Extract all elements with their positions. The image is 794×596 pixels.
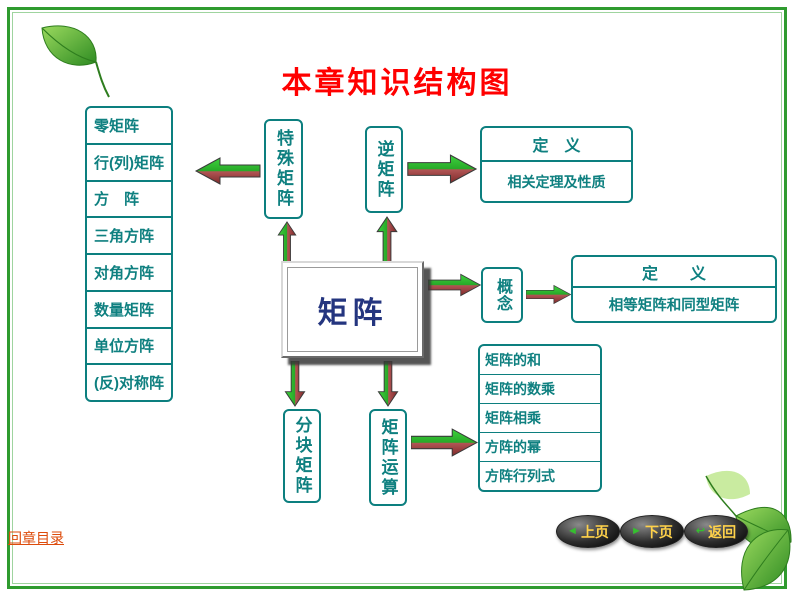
arrow-right-icon [407,153,479,185]
definition-body: 相关定理及性质 [507,173,606,190]
definition-box-concept: 定 义 相等矩阵和同型矩阵 [571,255,777,323]
arrow-up-icon [376,216,398,263]
list-item: 数量矩阵 [87,289,171,327]
block-matrix-box: 分块矩阵 [283,409,321,503]
matrix-center-inner: 矩阵 [287,267,418,352]
arrow-right-icon [526,281,572,308]
list-item: 对角方阵 [87,253,171,290]
page-title: 本章知识结构图 [281,67,513,100]
return-label: 返回 [708,523,737,540]
arrow-left-icon [193,156,261,186]
matrix-operations-box: 矩阵运算 [369,409,407,506]
list-item: 单位方阵 [87,326,171,364]
list-item: 三角方阵 [87,216,171,253]
return-button[interactable]: ↩ 返回 [684,515,748,548]
arrow-right-icon [411,427,479,458]
list-item: 行(列)矩阵 [87,142,171,180]
prev-page-button[interactable]: ◄ 上页 [556,515,620,548]
matrix-operations-list: 矩阵的和 矩阵的数乘 矩阵相乘 方阵的幂 方阵行列式 [478,344,602,492]
leaf-decoration-bottom-right [678,438,794,594]
next-arrow-icon: ► [631,525,642,537]
arrow-down-icon [377,361,399,407]
definition-body: 相等矩阵和同型矩阵 [608,298,740,314]
back-to-chapter-contents-link[interactable]: 回章目录 [8,530,64,546]
list-item: 矩阵的和 [485,352,541,368]
next-page-label: 下页 [644,523,673,540]
special-matrix-type-list: 零矩阵 行(列)矩阵 方 阵 三角方阵 对角方阵 数量矩阵 单位方阵 (反)对称… [85,106,173,402]
matrix-center-box: 矩阵 [281,261,424,358]
definition-box-inverse: 定 义 相关定理及性质 [480,126,633,203]
prev-arrow-icon: ◄ [567,525,578,537]
arrow-down-icon [284,361,306,407]
list-item: 零矩阵 [94,117,140,135]
definition-header: 定 义 [573,257,775,288]
arrow-up-icon [276,221,298,263]
concept-box: 概念 [481,267,523,323]
definition-header: 定 义 [482,128,631,162]
list-item: 矩阵的数乘 [480,374,600,403]
list-item: (反)对称阵 [87,363,171,400]
next-page-button[interactable]: ► 下页 [620,515,684,548]
prev-page-label: 上页 [580,523,609,540]
return-arrow-icon: ↩ [695,525,706,537]
special-matrix-box: 特殊矩阵 [264,119,303,219]
list-item: 方阵的幂 [480,432,600,461]
list-item: 矩阵相乘 [480,403,600,432]
list-item: 方阵行列式 [480,461,600,490]
arrow-right-icon [428,270,482,300]
inverse-matrix-box: 逆矩阵 [365,126,403,213]
matrix-label: 矩阵 [317,296,388,330]
list-item: 方 阵 [87,179,171,217]
